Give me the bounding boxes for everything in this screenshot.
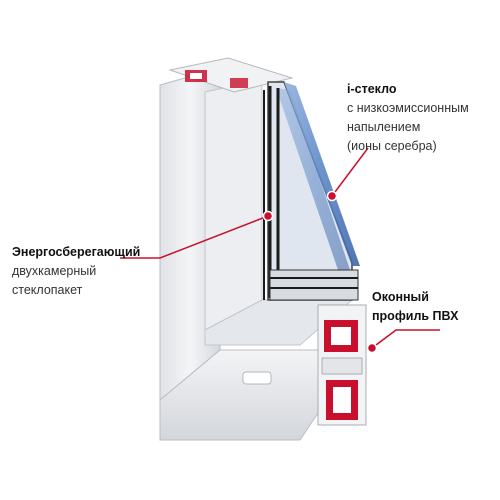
profile-callout-label: Оконный профиль ПВХ [372, 288, 458, 326]
pvc-frame [159, 57, 361, 441]
profile-callout-title-2: профиль ПВХ [372, 309, 459, 323]
glazing-unit-callout-title: Энергосберегающий [12, 245, 141, 259]
callout-dot-glass [326, 190, 338, 202]
glazing-unit-callout-line-1: двухкамерный [12, 264, 97, 278]
glass-callout-label: i-стекло с низкоэмиссионным напылением (… [347, 80, 469, 156]
callout-dot-profile [366, 342, 378, 354]
callout-unit [120, 210, 274, 259]
glazing-unit-callout-line-2: стеклопакет [12, 283, 83, 297]
glass-callout-line-3: (ионы серебра) [347, 139, 437, 153]
glass-unit [263, 81, 360, 301]
glass-callout-line-1: с низкоэмиссионным [347, 101, 469, 115]
callout-glass [326, 147, 369, 202]
callout-dot-unit [262, 210, 274, 222]
pvc-profile-section [317, 304, 367, 426]
glazing-unit-callout-label: Энергосберегающий двухкамерный стеклопак… [12, 243, 140, 300]
callout-profile [366, 329, 440, 354]
profile-callout-title-1: Оконный [372, 290, 429, 304]
glass-callout-line-2: напылением [347, 120, 421, 134]
glass-callout-title: i-стекло [347, 82, 397, 96]
